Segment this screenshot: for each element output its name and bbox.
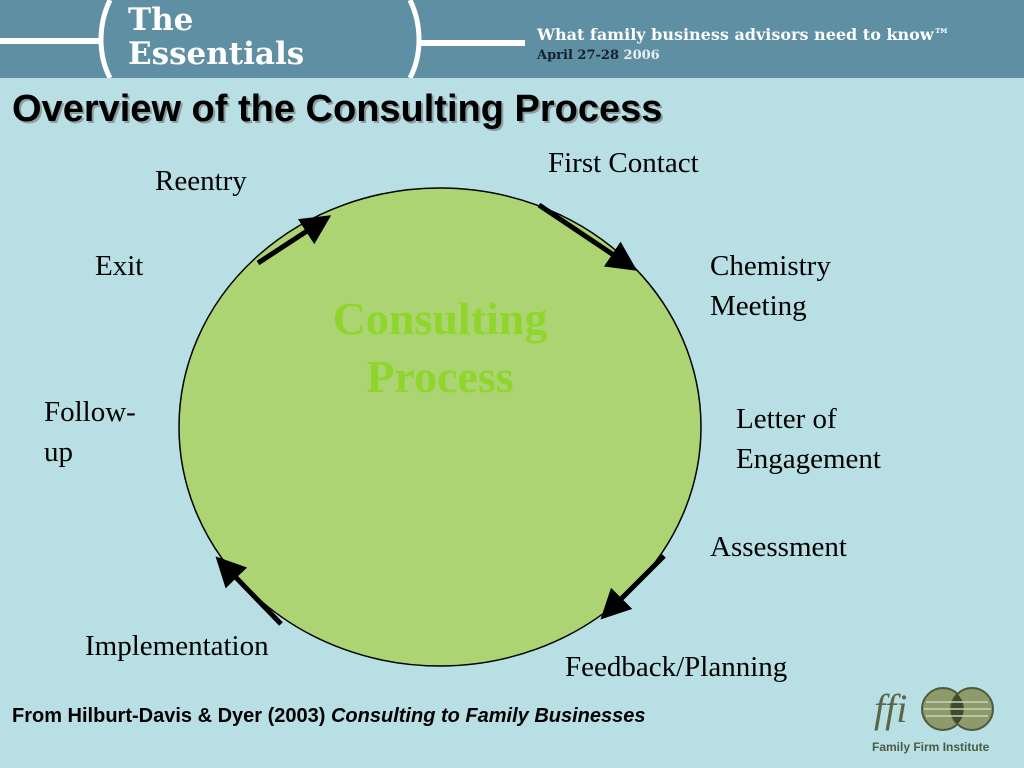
brand-title: The Essentials (128, 3, 304, 71)
stage-assessment: Assessment (710, 531, 847, 563)
header-tagline: What family business advisors need to kn… (537, 25, 950, 44)
header-date-days: April 27-28 (537, 48, 620, 63)
citation-book-title: Consulting to Family Businesses (330, 705, 646, 727)
stage-chemistry-line-1: Chemistry (710, 250, 831, 282)
stage-feedback-planning: Feedback/Planning (565, 651, 788, 683)
center-label: Consulting Process (300, 290, 580, 406)
ffi-logo-caption: Family Firm Institute (872, 740, 990, 754)
center-label-line-1: Consulting (332, 293, 548, 344)
stage-letter-line-2: Engagement (736, 443, 881, 475)
stage-chemistry-line-2: Meeting (710, 290, 807, 322)
stage-followup-line-1: Follow- (44, 396, 136, 428)
stage-first-contact: First Contact (548, 147, 699, 179)
arrow-exit-to-reentry (256, 215, 332, 266)
process-circle (178, 187, 702, 667)
arrow-implementation-to-followup (215, 556, 283, 626)
brand-line-2: Essentials (128, 36, 305, 72)
stage-follow-up: Follow- up (44, 392, 136, 472)
brand-line-1: The (128, 2, 194, 38)
ffi-logo-rings (921, 687, 994, 731)
stage-implementation: Implementation (85, 630, 269, 662)
header-date: April 27-28 2006 (537, 48, 660, 63)
arrow-first-contact-to-chemistry (537, 202, 638, 271)
stage-chemistry-meeting: Chemistry Meeting (710, 246, 831, 326)
stage-letter-of-engagement: Letter of Engagement (736, 399, 881, 479)
header-decoration (0, 0, 525, 78)
header-date-year: 2006 (623, 48, 660, 63)
citation: From Hilburt-Davis & Dyer (2003) Consult… (12, 705, 646, 728)
slide-title: Overview of the Consulting Process (12, 88, 663, 130)
stage-exit: Exit (95, 250, 144, 282)
stage-letter-line-1: Letter of (736, 403, 837, 435)
stage-reentry: Reentry (155, 165, 247, 197)
header-banner: The Essentials What family business advi… (0, 0, 1024, 78)
center-label-line-2: Process (366, 351, 514, 402)
ffi-logo: ffi (874, 686, 994, 731)
ffi-logo-mark: ffi (874, 686, 907, 731)
stage-followup-line-2: up (44, 436, 73, 468)
citation-prefix: From Hilburt-Davis & Dyer (2003) (12, 705, 331, 727)
arrow-assessment-to-feedback (600, 554, 666, 620)
